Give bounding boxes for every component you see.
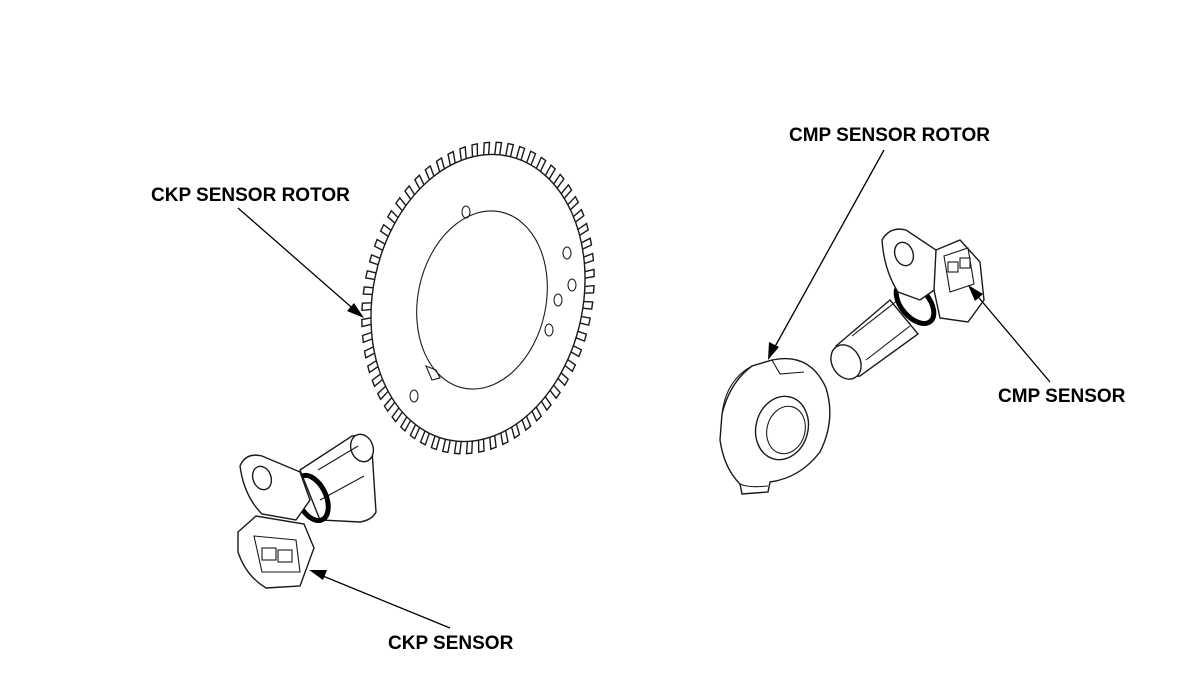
ckp-rotor-tooth xyxy=(395,196,407,212)
ckp-rotor-tooth xyxy=(424,164,435,181)
ckp-rotor-tooth xyxy=(363,346,375,359)
ckp-rotor-tooth xyxy=(368,253,381,266)
ckp-rotor-tooth xyxy=(453,440,462,455)
ckp-rotor-tooth xyxy=(477,439,485,454)
ckp-rotor-tooth xyxy=(557,372,570,387)
ckp-rotor-tooth xyxy=(544,163,557,180)
ckp-rotor-hole xyxy=(461,205,471,219)
cmp-sensor-rotor xyxy=(719,357,831,495)
ckp-rotor-hole xyxy=(553,293,563,307)
ckp-sensor xyxy=(237,433,377,589)
ckp-rotor-tooth xyxy=(582,300,594,310)
ckp-rotor-tooth xyxy=(579,315,592,327)
ckp-rotor-tooth xyxy=(366,360,379,374)
ckp-rotor-hole xyxy=(567,278,577,292)
leader-cmp-sensor xyxy=(968,285,1051,383)
ckp-rotor-hole xyxy=(409,389,419,403)
ckp-rotor-teeth xyxy=(361,141,595,455)
ckp-rotor-tooth xyxy=(560,183,573,199)
ckp-rotor-body xyxy=(370,153,586,443)
ckp-rotor-tooth xyxy=(441,439,451,454)
ckp-rotor-tooth xyxy=(521,415,532,432)
ckp-rotor-tooth xyxy=(489,435,497,451)
ckp-rotor-tooth xyxy=(362,286,374,296)
ckp-rotor-tooth xyxy=(494,141,503,156)
ckp-rotor-tooth xyxy=(500,430,509,446)
ckp-rotor-tooth xyxy=(376,385,389,401)
ckp-rotor-tooth xyxy=(391,407,403,423)
ckp-rotor-tooth xyxy=(535,156,547,172)
ckp-rotor-tooth xyxy=(430,435,441,451)
cmp-sensor-bolt-hole xyxy=(893,241,915,267)
ckp-sensor-rotor xyxy=(361,141,595,455)
cmp-sensor xyxy=(830,228,985,380)
ckp-rotor-tooth xyxy=(584,284,595,294)
ckp-rotor-key-notch xyxy=(424,364,441,381)
ckp-rotor-hole xyxy=(562,246,572,260)
leader-cmp-sensor-rotor xyxy=(768,149,885,360)
ckp-rotor-tooth xyxy=(373,238,386,251)
ckp-rotor-tooth xyxy=(575,330,588,343)
ckp-rotor-tooth xyxy=(570,345,583,358)
ckp-rotor-tooth xyxy=(531,406,543,422)
ckp-rotor-tooth xyxy=(583,252,595,265)
ckp-rotor-hole xyxy=(544,323,554,337)
ckp-rotor-tooth xyxy=(465,440,473,455)
cmp-sensor-rotor-label: CMP SENSOR ROTOR xyxy=(789,125,990,146)
ckp-sensor-mount-bracket xyxy=(239,454,311,521)
ckp-rotor-tooth xyxy=(581,237,593,250)
ckp-rotor-tooth xyxy=(399,416,412,433)
ckp-sensor-label: CKP SENSOR xyxy=(388,633,514,654)
ckp-rotor-tooth xyxy=(386,209,399,224)
ckp-rotor-tooth xyxy=(553,173,565,189)
ckp-rotor-tooth xyxy=(572,208,585,223)
ckp-sensor-bolt-hole xyxy=(251,465,273,491)
ckp-rotor-tooth xyxy=(413,174,425,190)
ckp-rotor-tooth xyxy=(515,145,526,161)
ckp-rotor-tooth xyxy=(510,423,521,440)
cmp-sensor-connector xyxy=(933,239,985,323)
cmp-sensor-label: CMP SENSOR xyxy=(998,386,1126,407)
ckp-rotor-tooth xyxy=(564,359,577,373)
ckp-rotor-tooth xyxy=(540,396,552,412)
ckp-rotor-tooth xyxy=(419,430,430,446)
ckp-rotor-tooth xyxy=(371,373,384,388)
ckp-rotor-tooth xyxy=(379,223,392,237)
ckp-rotor-tooth xyxy=(383,397,396,413)
ckp-rotor-tooth xyxy=(567,195,580,211)
ckp-rotor-tooth xyxy=(549,384,561,400)
ckp-rotor-tooth xyxy=(361,331,373,344)
ckp-rotor-tooth xyxy=(409,424,421,440)
ckp-rotor-tooth xyxy=(584,268,595,279)
ckp-rotor-tooth xyxy=(435,156,446,173)
ckp-rotor-tooth xyxy=(526,150,537,166)
ckp-rotor-tooth xyxy=(577,222,590,236)
ckp-rotor-tooth xyxy=(459,145,467,161)
ckp-rotor-tooth xyxy=(361,317,372,328)
ckp-rotor-tooth xyxy=(364,269,377,281)
cmp-sensor-mount-bracket xyxy=(881,228,941,301)
ckp-rotor-tooth xyxy=(505,142,515,157)
ckp-rotor-center-bore xyxy=(416,210,548,390)
ckp-rotor-tooth xyxy=(471,142,479,157)
leader-ckp-sensor xyxy=(309,570,451,629)
leader-ckp-sensor-rotor xyxy=(237,207,364,318)
ckp-rotor-tooth xyxy=(404,184,416,200)
ckp-rotor-tooth xyxy=(483,141,491,156)
ckp-rotor-tooth xyxy=(447,150,456,166)
ckp-sensor-rotor-label: CKP SENSOR ROTOR xyxy=(151,185,350,206)
ckp-rotor-tooth xyxy=(361,302,372,312)
